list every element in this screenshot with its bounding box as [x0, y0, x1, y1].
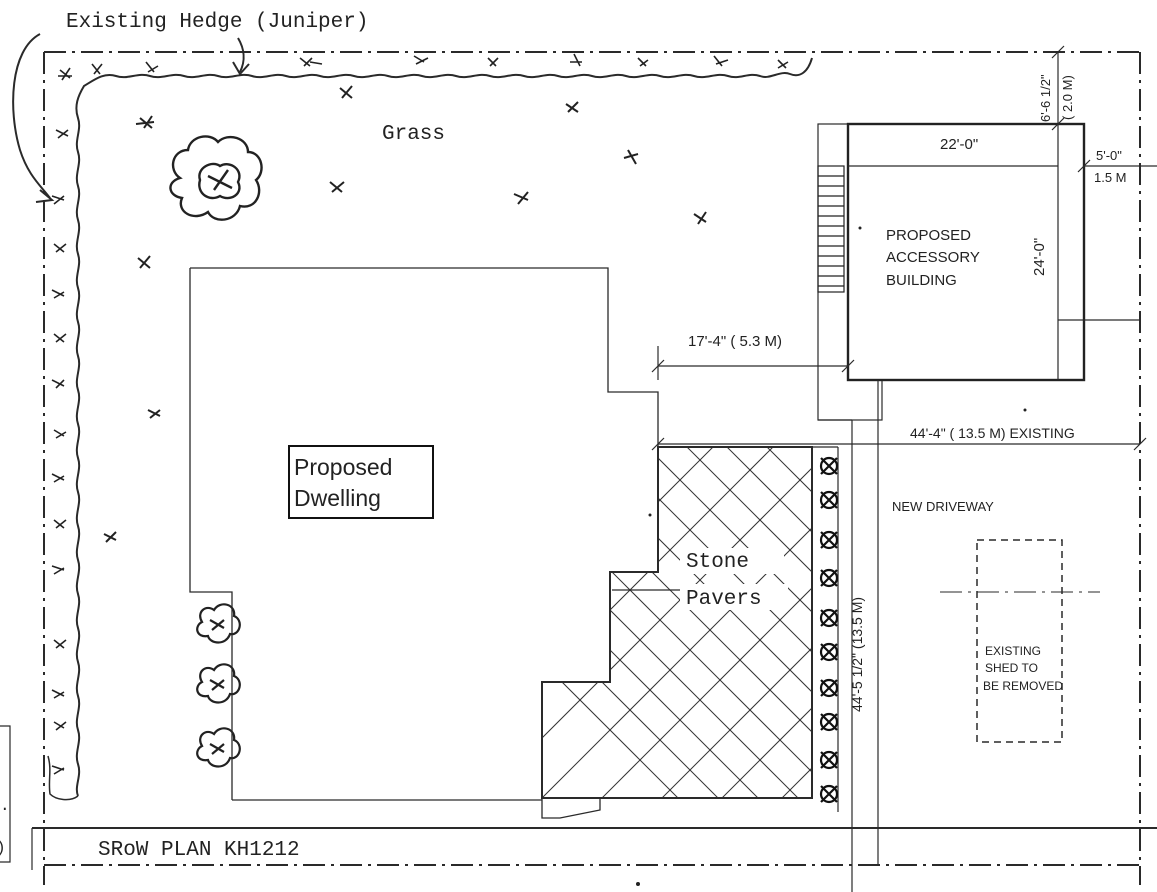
srow-label: SRoW PLAN KH1212	[98, 839, 300, 862]
proposed-dwelling: Proposed Dwelling	[189, 267, 659, 819]
accessory-building: 22'-0" 24'-0" PROPOSED ACCESSORY BUILDIN…	[817, 122, 1140, 421]
rear-setback-dimension: 6'-6 1/2" ( 2.0 M)	[1038, 45, 1075, 131]
grass-label: Grass	[382, 123, 445, 146]
existing-shed: EXISTING SHED TO BE REMOVED	[940, 539, 1100, 743]
pavers-label-line1: Stone	[686, 551, 749, 574]
left-edge-fragment: . )	[0, 725, 11, 863]
side-setback-value-a: 5'-0"	[1096, 148, 1122, 163]
x-shrub-row	[812, 446, 839, 812]
dwelling-label-line1: Proposed	[294, 454, 392, 480]
separation-value: 17'-4" ( 5.3 M)	[688, 333, 782, 350]
accessory-label-line2: ACCESSORY	[886, 249, 980, 266]
new-driveway: NEW DRIVEWAY	[818, 380, 994, 892]
lot-width-value: 44'-4" ( 13.5 M) EXISTING	[910, 425, 1075, 441]
hedge-note: Existing Hedge (Juniper)	[66, 11, 368, 34]
svg-text:.: .	[0, 797, 10, 815]
accessory-depth-dimension: 24'-0"	[1031, 238, 1048, 276]
hedge-outline	[47, 53, 813, 801]
rear-setback-value-b: ( 2.0 M)	[1060, 75, 1075, 120]
shrubs	[196, 603, 241, 768]
property-lines	[43, 51, 1141, 885]
accessory-label-line1: PROPOSED	[886, 227, 971, 244]
stray-dots	[636, 226, 1027, 886]
hedge-callout: Existing Hedge (Juniper)	[12, 11, 368, 203]
accessory-width-dimension: 22'-0"	[940, 136, 978, 153]
tree-symbol	[169, 135, 263, 221]
rear-setback-value-a: 6'-6 1/2"	[1038, 74, 1053, 122]
svg-text:): )	[0, 839, 6, 857]
shed-label-line3: BE REMOVED	[983, 679, 1063, 693]
srow-strip: SRoW PLAN KH1212	[31, 827, 1157, 870]
paver-hatching	[542, 447, 812, 798]
stairs	[817, 165, 845, 293]
separation-dimension: 17'-4" ( 5.3 M)	[651, 333, 855, 380]
dwelling-label-line2: Dwelling	[294, 485, 381, 511]
driveway-label: NEW DRIVEWAY	[892, 499, 994, 514]
side-setback-value-b: 1.5 M	[1094, 170, 1127, 185]
accessory-label-line3: BUILDING	[886, 272, 957, 289]
pavers-label-line2: Pavers	[686, 588, 762, 611]
dwelling-label-box	[288, 445, 434, 519]
grass-marks	[103, 85, 707, 543]
lot-width-dimension: 44'-4" ( 13.5 M) EXISTING	[651, 425, 1147, 451]
stone-pavers: Stone Pavers	[541, 446, 813, 799]
shed-label-line1: EXISTING	[985, 644, 1041, 658]
side-setback-dimension: 5'-0" 1.5 M	[1077, 148, 1157, 185]
paver-length-dimension: 44'-5 1/2" (13.5 M)	[849, 597, 865, 712]
shed-label-line2: SHED TO	[985, 661, 1038, 675]
